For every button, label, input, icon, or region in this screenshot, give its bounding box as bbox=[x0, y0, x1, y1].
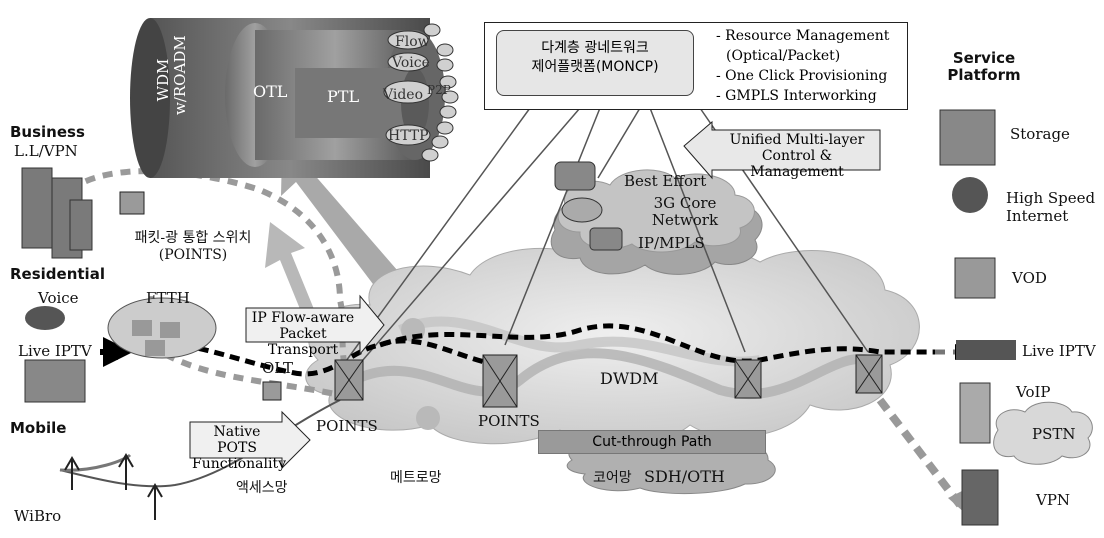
core-label: 코어망 bbox=[593, 470, 632, 486]
voice-label: Voice bbox=[38, 289, 79, 307]
core-3g-line2: Network bbox=[651, 211, 719, 229]
points-b-label: POINTS bbox=[478, 412, 540, 430]
moncp-title-line1: 다계층 광네트워크 bbox=[541, 40, 649, 56]
moncp-title-box: 다계층 광네트워크 제어플랫폼(MONCP) bbox=[496, 30, 694, 96]
olt-label: OLT bbox=[262, 359, 294, 377]
sdh-oth-label: SDH/OTH bbox=[644, 467, 725, 486]
native-pots-line2: Functionality bbox=[192, 456, 286, 472]
native-pots-arrow-text: Native POTS Functionality bbox=[192, 424, 286, 472]
vpn-label: VPN bbox=[1036, 491, 1071, 509]
tv-icon bbox=[24, 359, 86, 403]
voip-label: VoIP bbox=[1016, 383, 1051, 401]
residential-label: Residential bbox=[10, 265, 105, 283]
mobile-label: Mobile bbox=[10, 419, 67, 437]
strand-video: Video bbox=[383, 87, 424, 103]
strand-http: HTTP bbox=[388, 128, 429, 144]
ip-mpls-label: IP/MPLS bbox=[638, 234, 705, 252]
metro-label: 메트로망 bbox=[390, 470, 442, 486]
phone-icon bbox=[25, 306, 65, 330]
vod-label: VOD bbox=[1012, 269, 1047, 287]
wdm-roadm-label: WDM w/ROADM bbox=[154, 35, 189, 115]
ll-vpn-label: L.L/VPN bbox=[14, 142, 78, 160]
access-label: 액세스망 bbox=[236, 480, 288, 496]
points-a-label: POINTS bbox=[316, 417, 378, 435]
business-buildings bbox=[21, 167, 93, 259]
wibro-label: WiBro bbox=[14, 507, 62, 525]
ip-flow-line2: Packet Transport bbox=[267, 326, 339, 358]
unified-arrow-text: Unified Multi-layer Control & Management bbox=[714, 132, 880, 180]
feature-gmpls: - GMPLS Interworking bbox=[716, 88, 877, 104]
native-pots-line1: Native POTS bbox=[213, 424, 261, 456]
live-iptv-left-label: Live IPTV bbox=[18, 342, 92, 360]
ftth-houses bbox=[107, 297, 217, 359]
live-iptv-right-label: Live IPTV bbox=[1022, 342, 1096, 360]
moncp-features: - Resource Management (Optical/Packet) -… bbox=[716, 26, 889, 106]
dwdm-label: DWDM bbox=[600, 369, 659, 388]
feature-one-click: - One Click Provisioning bbox=[716, 68, 888, 84]
core-3g-line1: 3G Core bbox=[653, 194, 717, 212]
unified-line2: Control & Management bbox=[750, 148, 844, 180]
strand-flow: Flow bbox=[395, 34, 430, 50]
ftth-label: FTTH bbox=[146, 289, 190, 307]
cut-through-bar: Cut-through Path bbox=[538, 430, 766, 454]
high-speed-label: High Speed bbox=[1006, 189, 1096, 207]
strand-p2p: P2P bbox=[427, 83, 451, 97]
storage-label: Storage bbox=[1010, 125, 1070, 143]
service-line2: Platform bbox=[947, 66, 1021, 84]
best-effort-label: Best Effort bbox=[624, 172, 707, 190]
unified-line1: Unified Multi-layer bbox=[729, 132, 865, 148]
business-label: Business bbox=[10, 123, 85, 141]
otl-label: OTL bbox=[253, 82, 288, 101]
moncp-title-line2: 제어플랫폼(MONCP) bbox=[531, 59, 659, 75]
router-icons bbox=[554, 161, 623, 251]
ip-flow-arrow-text: IP Flow-aware Packet Transport bbox=[248, 310, 358, 358]
internet-label: Internet bbox=[1006, 207, 1069, 225]
wdm-bundle bbox=[130, 18, 459, 178]
service-platform-title: Service Platform bbox=[944, 50, 1024, 84]
ip-flow-line1: IP Flow-aware bbox=[251, 310, 355, 326]
switch-line2: (POINTS) bbox=[158, 247, 228, 263]
switch-label: 패킷-광 통합 스위치 (POINTS) bbox=[118, 230, 268, 264]
cloud-pstn bbox=[993, 401, 1093, 465]
feature-resource-detail: (Optical/Packet) bbox=[726, 48, 841, 64]
core-3g-label: 3G Core Network bbox=[625, 195, 745, 229]
wibro-towers bbox=[64, 453, 163, 520]
ptl-label: PTL bbox=[327, 87, 360, 106]
strand-voice: Voice bbox=[392, 55, 430, 71]
switch-line1: 패킷-광 통합 스위치 bbox=[134, 230, 252, 246]
feature-resource: - Resource Management bbox=[716, 28, 890, 44]
pstn-label: PSTN bbox=[1032, 425, 1076, 443]
service-icons bbox=[939, 109, 1016, 526]
service-line1: Service bbox=[952, 49, 1016, 67]
